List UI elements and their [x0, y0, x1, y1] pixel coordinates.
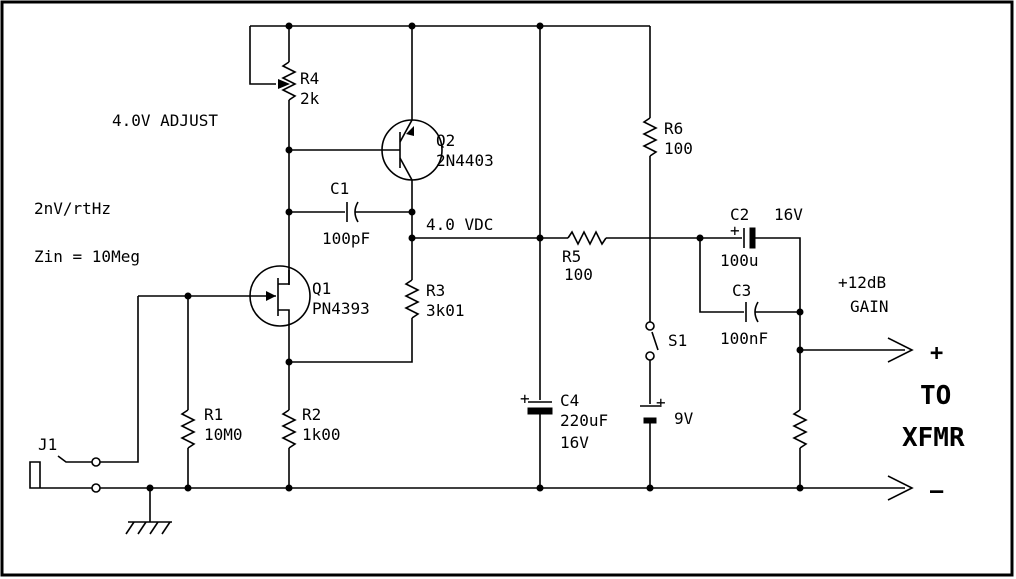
c4-capacitor [527, 401, 553, 488]
r3-name: R3 [426, 281, 445, 300]
xfmr-label: XFMR [902, 423, 965, 453]
q1-name: Q1 [312, 279, 331, 298]
c1-name: C1 [330, 179, 349, 198]
c2-name: C2 [730, 205, 749, 224]
battery-label: 9V [674, 409, 694, 428]
vdc-label: 4.0 VDC [426, 215, 493, 234]
j1-label: J1 [38, 435, 57, 454]
c4-name: C4 [560, 391, 579, 410]
top-rail [249, 25, 651, 400]
c1-capacitor [288, 150, 412, 285]
r6-name: R6 [664, 119, 683, 138]
r5-value: 100 [564, 265, 593, 284]
r2-resistor [281, 409, 297, 488]
c2-value: 100u [720, 251, 759, 270]
r4-name: R4 [300, 69, 319, 88]
r4-value: 2k [300, 89, 320, 108]
r3-value: 3k01 [426, 301, 465, 320]
r1-name: R1 [204, 405, 223, 424]
q2-name: Q2 [436, 131, 455, 150]
q1-jfet [138, 265, 311, 410]
gain-label-2: GAIN [850, 297, 889, 316]
noise-label: 2nV/rtHz [34, 199, 111, 218]
r2-value: 1k00 [302, 425, 341, 444]
r2-name: R2 [302, 405, 321, 424]
c2-plus: + [730, 221, 740, 240]
r7-output [792, 337, 914, 501]
q2-transistor [289, 26, 443, 240]
r5-name: R5 [562, 247, 581, 266]
s1-switch [645, 321, 659, 404]
c1-value: 100pF [322, 229, 370, 248]
c3-name: C3 [732, 281, 751, 300]
ground-symbol [125, 488, 172, 535]
q2-part: 2N4403 [436, 151, 494, 170]
q1-part: PN4393 [312, 299, 370, 318]
r4-potentiometer [278, 26, 297, 150]
r6-value: 100 [664, 139, 693, 158]
junction-dots [146, 22, 804, 492]
output-minus: – [930, 479, 944, 504]
battery-plus: + [656, 393, 666, 412]
c3-value: 100nF [720, 329, 768, 348]
battery [640, 405, 660, 488]
gain-label-1: +12dB [838, 273, 886, 292]
zin-label: Zin = 10Meg [34, 247, 140, 266]
j1-jack [29, 296, 905, 493]
to-label: TO [920, 381, 951, 411]
c2-volt: 16V [774, 205, 803, 224]
r1-value: 10M0 [204, 425, 243, 444]
r6-resistor [642, 117, 658, 322]
c4-value: 220uF [560, 411, 608, 430]
r1-resistor [180, 296, 196, 488]
s1-label: S1 [668, 331, 687, 350]
output-plus: + [930, 341, 943, 366]
r3-resistor [289, 240, 420, 363]
adjust-label: 4.0V ADJUST [112, 111, 218, 130]
c4-volt: 16V [560, 433, 589, 452]
c4-plus: + [520, 389, 530, 408]
